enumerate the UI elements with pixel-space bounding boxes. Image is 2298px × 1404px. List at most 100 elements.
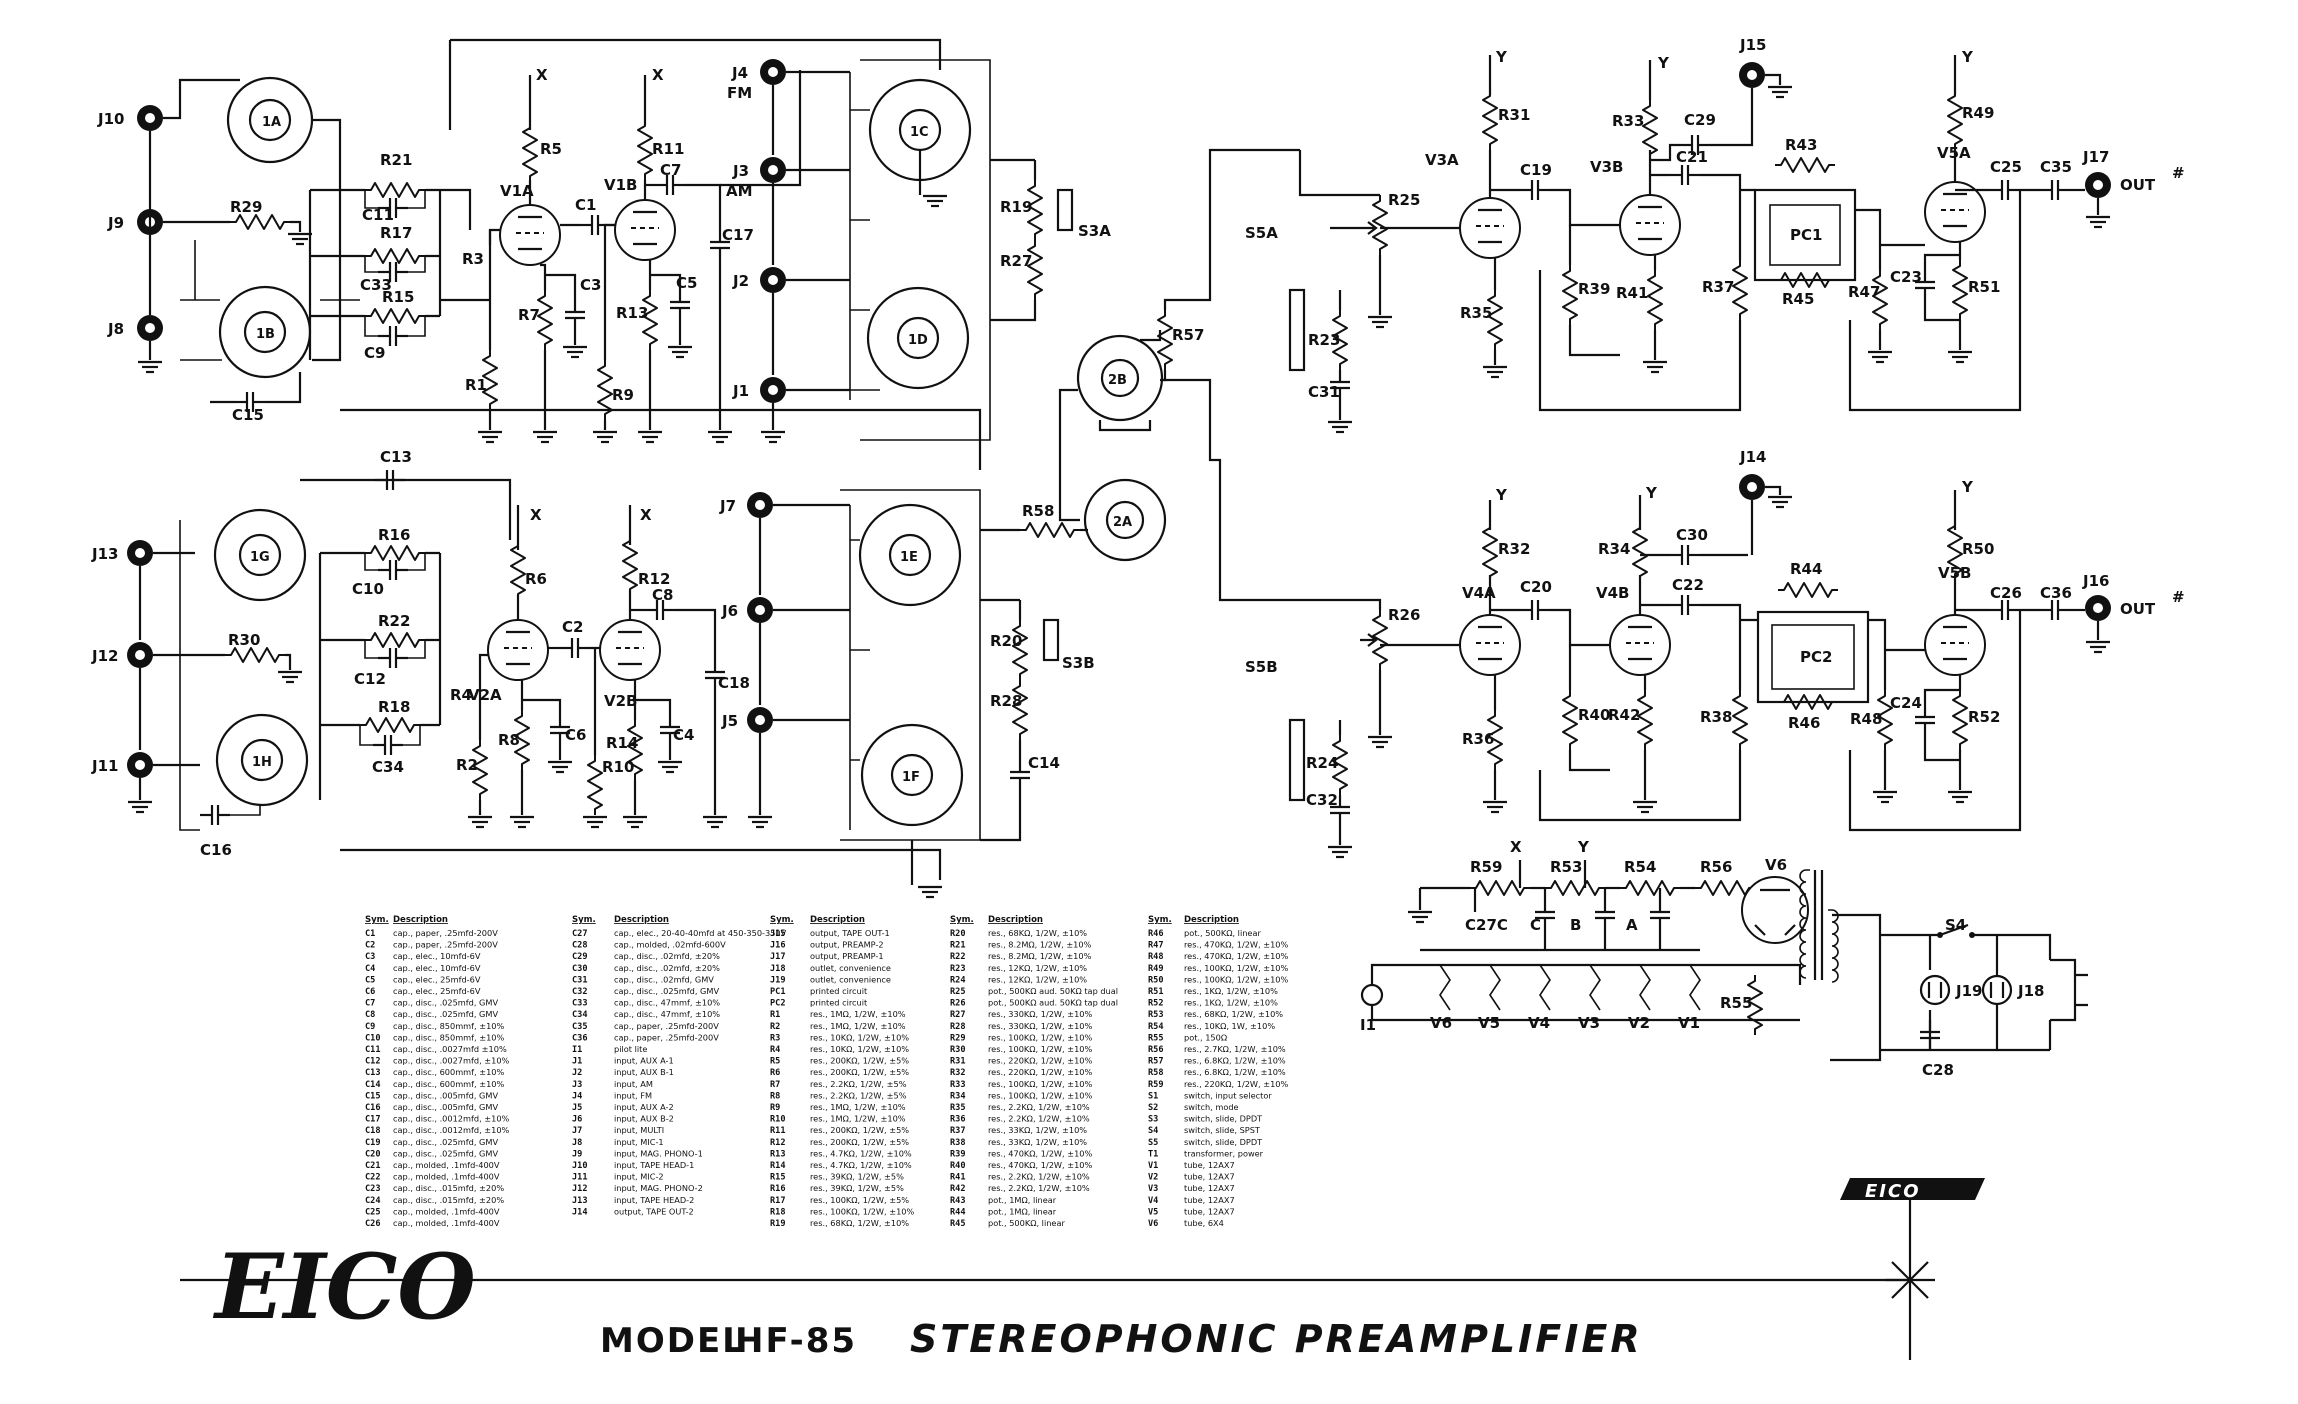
parts-description: cap., disc., .025mfd, GMV bbox=[614, 986, 719, 996]
label-c24: C24 bbox=[1890, 694, 1922, 712]
label-c35: C35 bbox=[2040, 158, 2072, 176]
jack-j2[interactable] bbox=[760, 267, 786, 293]
switch-s5b[interactable] bbox=[1288, 718, 1306, 802]
jack-j13[interactable] bbox=[127, 540, 153, 566]
jack-j6[interactable] bbox=[747, 597, 773, 623]
label-v1a: V1A bbox=[500, 182, 534, 200]
jack-j16[interactable] bbox=[2085, 595, 2111, 621]
parts-symbol: C9 bbox=[365, 1022, 375, 1032]
label-1g: 1G bbox=[250, 550, 270, 565]
parts-symbol: R12 bbox=[770, 1138, 786, 1148]
switch-s3b[interactable] bbox=[1042, 618, 1060, 662]
parts-description: res., 2.2KΩ, 1/2W, ±10% bbox=[988, 1183, 1090, 1193]
label-r22: R22 bbox=[378, 612, 410, 630]
parts-description: res., 4.7KΩ, 1/2W, ±10% bbox=[810, 1160, 912, 1170]
label-v4a: V4A bbox=[1462, 584, 1496, 602]
label-2b: 2B bbox=[1108, 373, 1127, 388]
parts-description: switch, input selector bbox=[1184, 1090, 1272, 1100]
label-c14: C14 bbox=[1028, 754, 1060, 772]
channel-1-input-section: 1A 1B J10 J9 J8 R29 C15 R21 C11 bbox=[97, 38, 982, 470]
parts-symbol: C31 bbox=[572, 975, 588, 985]
jack-j4[interactable] bbox=[760, 59, 786, 85]
volume-pot-r25[interactable] bbox=[1360, 194, 1388, 256]
jack-j10[interactable] bbox=[137, 105, 163, 131]
parts-symbol: C30 bbox=[572, 964, 588, 974]
label-j15: J15 bbox=[1739, 36, 1766, 54]
parts-description: input, AM bbox=[614, 1079, 653, 1089]
switch-wafer-1g: 1G bbox=[213, 508, 307, 602]
label-c18: C18 bbox=[718, 674, 750, 692]
jack-j8[interactable] bbox=[137, 315, 163, 341]
parts-symbol: J6 bbox=[572, 1115, 582, 1125]
label-r7: R7 bbox=[518, 306, 540, 324]
parts-description: cap., paper, .25mfd-200V bbox=[614, 1021, 719, 1031]
parts-symbol: C10 bbox=[365, 1033, 381, 1043]
pot-r44[interactable] bbox=[1777, 582, 1839, 598]
label-x-v1a: X bbox=[536, 66, 548, 84]
parts-description: cap., disc., .005mfd, GMV bbox=[393, 1090, 498, 1100]
parts-symbol: C6 bbox=[365, 987, 375, 997]
switch-s3a[interactable] bbox=[1056, 188, 1074, 232]
parts-symbol: J17 bbox=[770, 952, 786, 962]
outlet-j18[interactable] bbox=[1981, 974, 2013, 1006]
jack-j1[interactable] bbox=[760, 377, 786, 403]
parts-header-sym: Sym. bbox=[572, 915, 596, 925]
label-c36: C36 bbox=[2040, 584, 2072, 602]
parts-header-description: Description bbox=[614, 915, 669, 925]
label-r46: R46 bbox=[1788, 714, 1820, 732]
parts-description: cap., disc., .025mfd, GMV bbox=[393, 1148, 498, 1158]
parts-symbol: V2 bbox=[1148, 1173, 1158, 1183]
parts-symbol: R2 bbox=[770, 1022, 780, 1032]
jack-j3[interactable] bbox=[760, 157, 786, 183]
label-j8: J8 bbox=[107, 320, 124, 338]
parts-description: res., 33KΩ, 1/2W, ±10% bbox=[988, 1137, 1087, 1147]
label-c33: C33 bbox=[360, 276, 392, 294]
parts-description: output, TAPE OUT-2 bbox=[614, 1206, 694, 1216]
parts-description: output, TAPE OUT-1 bbox=[810, 928, 890, 938]
parts-description: cap., disc., .0027mfd ±10% bbox=[393, 1044, 507, 1054]
parts-description: res., 2.2KΩ, 1/2W, ±10% bbox=[988, 1172, 1090, 1182]
label-r13: R13 bbox=[616, 304, 648, 322]
parts-description: res., 2.2KΩ, 1/2W, ±5% bbox=[810, 1090, 907, 1100]
parts-symbol: C22 bbox=[365, 1173, 381, 1183]
parts-symbol: J13 bbox=[572, 1196, 588, 1206]
volume-pot-r26[interactable] bbox=[1360, 609, 1388, 671]
label-c17: C17 bbox=[722, 226, 754, 244]
parts-description: cap., disc., 47mmf, ±10% bbox=[614, 1009, 720, 1019]
label-c: C bbox=[1530, 916, 1541, 934]
label-j5: J5 bbox=[721, 712, 738, 730]
jack-j15[interactable] bbox=[1739, 62, 1765, 88]
label-c27c: C27C bbox=[1465, 916, 1508, 934]
label-s5a: S5A bbox=[1245, 224, 1278, 242]
parts-description: cap., disc., 850mmf, ±10% bbox=[393, 1021, 505, 1031]
parts-description: res., 68KΩ, 1/2W, ±10% bbox=[988, 928, 1087, 938]
parts-symbol: C3 bbox=[365, 952, 375, 962]
label-fm: FM bbox=[727, 84, 752, 102]
parts-description: pot., 150Ω bbox=[1184, 1032, 1227, 1042]
jack-j17[interactable] bbox=[2085, 172, 2111, 198]
parts-description: res., 10KΩ, 1W, ±10% bbox=[1184, 1021, 1275, 1031]
badge-text: EICO bbox=[1865, 1181, 1921, 1202]
label-v1: V1 bbox=[1678, 1014, 1700, 1032]
label-j12: J12 bbox=[91, 647, 118, 665]
jack-j5[interactable] bbox=[747, 707, 773, 733]
outlet-j19[interactable] bbox=[1919, 974, 1951, 1006]
jack-j7[interactable] bbox=[747, 492, 773, 518]
jack-j11[interactable] bbox=[127, 752, 153, 778]
parts-description: res., 68KΩ, 1/2W, ±10% bbox=[1184, 1009, 1283, 1019]
switch-s5a[interactable] bbox=[1288, 288, 1306, 372]
tuner-aux-inputs-2: J7 J6 J5 1E 1F R58 2A bbox=[719, 478, 1167, 899]
parts-description: pot., 1MΩ, linear bbox=[988, 1206, 1057, 1216]
parts-symbol: T1 bbox=[1148, 1149, 1158, 1159]
jack-j14[interactable] bbox=[1739, 474, 1765, 500]
parts-description: cap., elec., 20-40-40mfd at 450-350-350V bbox=[614, 928, 787, 938]
parts-symbol: R50 bbox=[1148, 975, 1164, 985]
label-j18: J18 bbox=[2017, 982, 2044, 1000]
parts-description: cap., disc., .0012mfd, ±10% bbox=[393, 1125, 510, 1135]
pot-r43[interactable] bbox=[1774, 157, 1836, 173]
label-c21: C21 bbox=[1676, 148, 1708, 166]
label-1f: 1F bbox=[902, 770, 920, 785]
label-v4b: V4B bbox=[1596, 584, 1629, 602]
label-c5: C5 bbox=[676, 274, 697, 292]
jack-j12[interactable] bbox=[127, 642, 153, 668]
